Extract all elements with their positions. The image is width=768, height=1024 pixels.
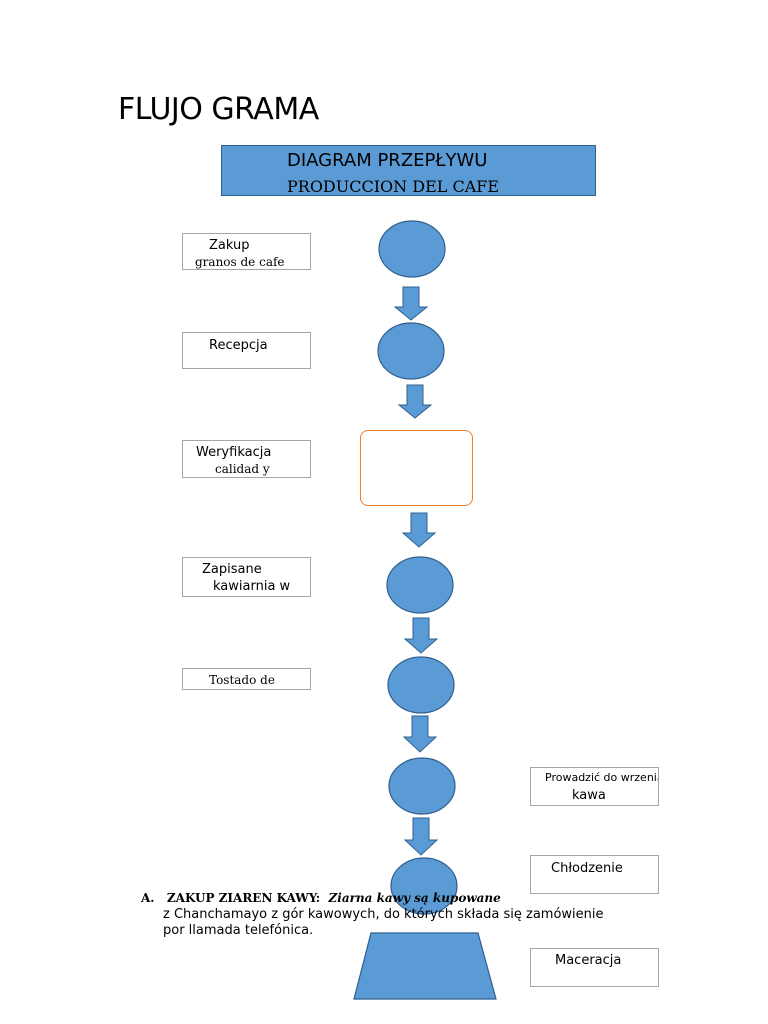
step-label-text: Recepcja <box>209 338 268 353</box>
list-marker: A. <box>141 891 155 905</box>
step-label-text: granos de cafe <box>195 255 285 269</box>
verification-box <box>360 430 473 506</box>
step-label-text: Prowadzić do wrzenia <box>545 771 659 784</box>
step-label-text: Maceracja <box>555 953 622 968</box>
header-subtitle: PRODUCCION DEL CAFE <box>287 177 500 196</box>
step-label-text: Tostado de <box>209 673 275 687</box>
process-circle-4 <box>387 656 455 714</box>
header-title: DIAGRAM PRZEPŁYWU <box>287 150 488 171</box>
description-paragraph: A. ZAKUP ZIAREN KAWY: Ziarna kawy są kup… <box>141 890 651 939</box>
down-arrow-4 <box>403 617 439 654</box>
process-circle-2 <box>377 322 445 380</box>
step-label-weryfikacja: Weryfikacja calidad y <box>182 440 311 478</box>
step-label-text: Zakup <box>209 238 250 253</box>
trapezoid-shape <box>353 932 497 1000</box>
header-box <box>221 145 596 196</box>
step-label-text: Chłodzenie <box>551 861 623 876</box>
step-label-tostado: Tostado de <box>182 668 311 690</box>
process-circle-5 <box>388 757 456 815</box>
process-circle-6 <box>390 857 458 915</box>
step-label-text: Zapisane <box>202 562 262 577</box>
paragraph-lead-italic: Ziarna kawy są kupowane <box>328 891 501 905</box>
step-label-text: calidad y <box>215 462 270 476</box>
process-circle-1 <box>378 220 446 278</box>
paragraph-line: por llamada telefónica. <box>163 923 314 938</box>
paragraph-lead: ZAKUP ZIAREN KAWY: <box>166 891 321 905</box>
step-label-chlodzenie: Chłodzenie <box>530 855 659 894</box>
step-label-wrzenie: Prowadzić do wrzenia kawa <box>530 767 659 806</box>
step-label-text: Weryfikacja <box>196 445 272 460</box>
step-label-zakup: Zakup granos de cafe <box>182 233 311 270</box>
process-circle-3 <box>386 556 454 614</box>
step-label-text: kawa <box>572 788 606 803</box>
page-title: FLUJO GRAMA <box>118 92 319 127</box>
step-label-maceracja: Maceracja <box>530 948 659 987</box>
step-label-zapisane: Zapisane kawiarnia w <box>182 557 311 597</box>
paragraph-line: z Chanchamayo z gór kawowych, do których… <box>163 907 604 922</box>
down-arrow-1 <box>393 286 429 321</box>
step-label-recepcja: Recepcja <box>182 332 311 369</box>
down-arrow-6 <box>403 817 439 856</box>
down-arrow-5 <box>402 715 438 753</box>
step-label-text: kawiarnia w <box>213 579 291 594</box>
down-arrow-2 <box>397 384 433 419</box>
down-arrow-3 <box>401 512 437 548</box>
